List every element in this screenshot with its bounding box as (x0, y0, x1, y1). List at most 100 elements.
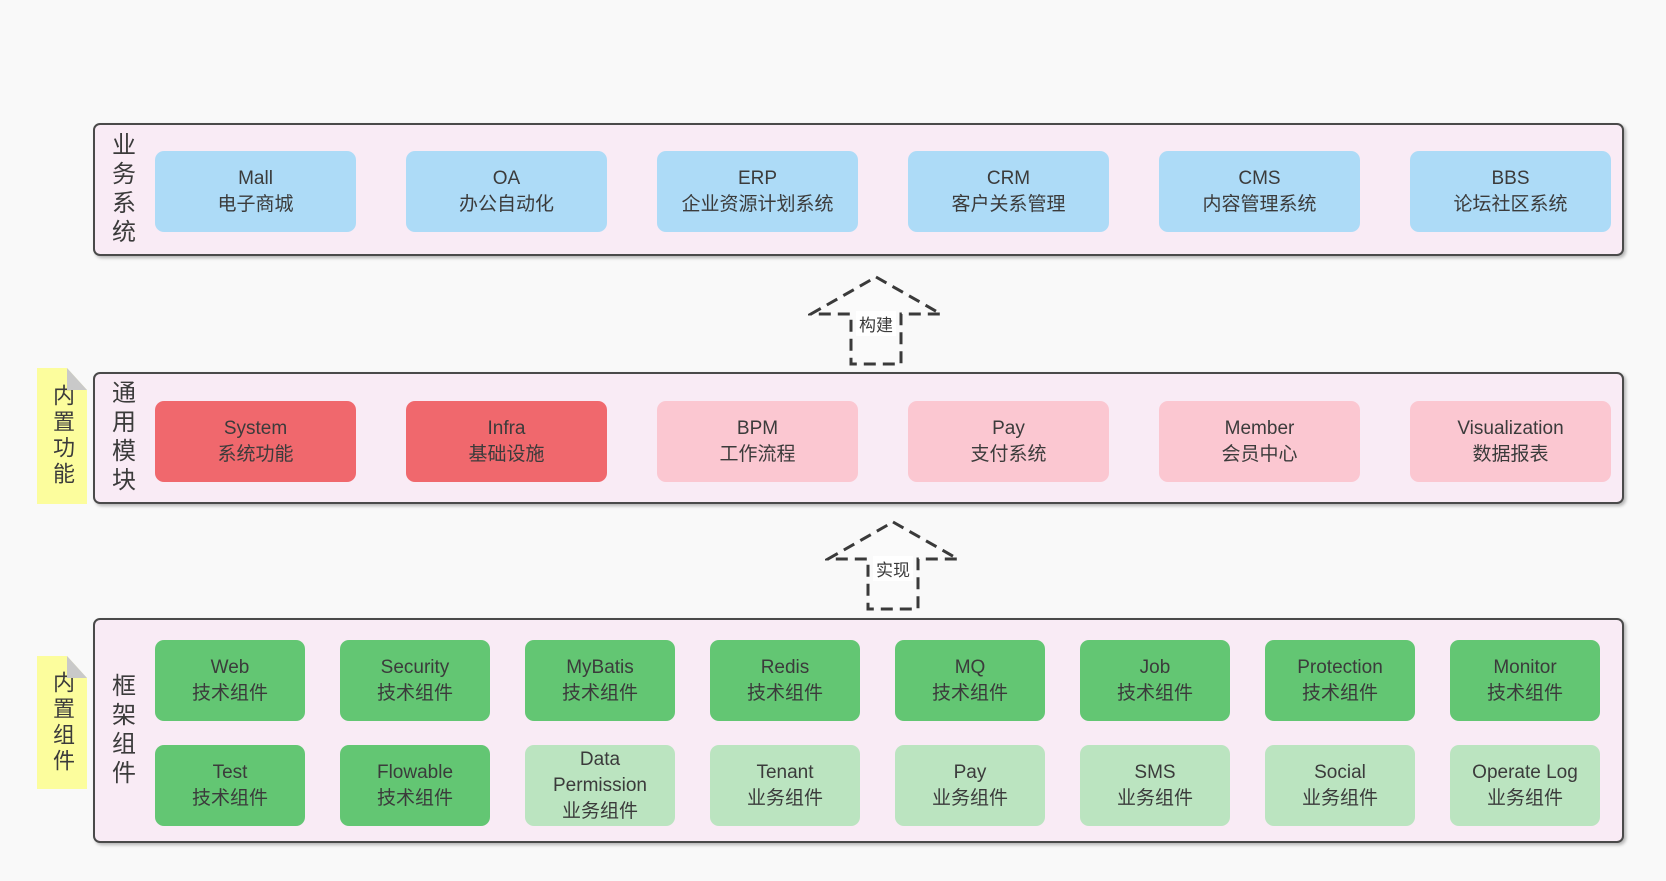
box-subtitle: 支付系统 (970, 443, 1047, 465)
box-subtitle: 技术组件 (376, 787, 453, 809)
box-title: Security (380, 656, 450, 678)
box-monitor: Monitor 技术组件 (1450, 640, 1600, 721)
box-title: Pay (992, 417, 1025, 439)
box-subtitle: 电子商城 (217, 193, 294, 215)
sticky-built-in-components: 内置组件 (37, 656, 87, 789)
band-common-modules-label: 通用模块 (107, 380, 135, 496)
box-title: Operate Log (1472, 761, 1578, 783)
box-redis: Redis 技术组件 (710, 640, 860, 721)
sticky-label: 内置功能 (50, 384, 75, 488)
box-subtitle: 技术组件 (191, 682, 268, 704)
box-title: ERP (737, 167, 778, 189)
box-subtitle: 业务组件 (561, 800, 638, 822)
arrow-build-label: 构建 (856, 311, 896, 336)
fold-corner-icon (67, 368, 87, 390)
box-subtitle: 会员中心 (1221, 443, 1298, 465)
framework-components-row-2: Test 技术组件 Flowable 技术组件 Data Permission … (155, 745, 1600, 826)
box-title: Protection (1297, 656, 1383, 678)
box-subtitle: 内容管理系统 (1202, 193, 1317, 215)
box-mall: Mall 电子商城 (155, 151, 356, 232)
box-sms: SMS 业务组件 (1080, 745, 1230, 826)
box-title: BPM (736, 417, 779, 439)
fold-corner-icon (67, 656, 87, 678)
box-crm: CRM 客户关系管理 (908, 151, 1109, 232)
box-title: Infra (487, 417, 526, 439)
box-title: SMS (1134, 761, 1176, 783)
box-flowable: Flowable 技术组件 (340, 745, 490, 826)
box-erp: ERP 企业资源计划系统 (657, 151, 858, 232)
box-bpm: BPM 工作流程 (657, 401, 858, 482)
box-web: Web 技术组件 (155, 640, 305, 721)
box-title: OA (492, 167, 521, 189)
box-title: Flowable (376, 761, 454, 783)
box-title: Redis (760, 656, 810, 678)
box-infra: Infra 基础设施 (406, 401, 607, 482)
box-protection: Protection 技术组件 (1265, 640, 1415, 721)
box-title: Mall (238, 167, 273, 189)
framework-components-row-1: Web 技术组件 Security 技术组件 MyBatis 技术组件 Redi… (155, 640, 1600, 721)
band-business-systems-label: 业务系统 (107, 131, 135, 248)
common-modules-row: System 系统功能 Infra 基础设施 BPM 工作流程 Pay 支付系统… (155, 401, 1611, 482)
box-job: Job 技术组件 (1080, 640, 1230, 721)
box-subtitle: 技术组件 (1116, 682, 1193, 704)
box-subtitle: 技术组件 (561, 682, 638, 704)
box-subtitle: 技术组件 (191, 787, 268, 809)
box-system: System 系统功能 (155, 401, 356, 482)
box-mq: MQ 技术组件 (895, 640, 1045, 721)
box-subtitle: 基础设施 (468, 443, 545, 465)
box-cms: CMS 内容管理系统 (1159, 151, 1360, 232)
box-title: Data Permission (553, 748, 647, 796)
box-subtitle: 技术组件 (1301, 682, 1378, 704)
box-member: Member 会员中心 (1159, 401, 1360, 482)
box-subtitle: 业务组件 (1116, 787, 1193, 809)
band-framework-components-label: 框架组件 (107, 672, 135, 789)
sticky-built-in-features: 内置功能 (37, 368, 87, 504)
box-title: Pay (953, 761, 987, 783)
arrow-implement: 实现 (825, 519, 961, 612)
box-title: Social (1314, 761, 1366, 783)
box-pay-system: Pay 支付系统 (908, 401, 1109, 482)
band-common-modules: 通用模块 System 系统功能 Infra 基础设施 BPM 工作流程 Pay… (93, 372, 1624, 504)
box-title: Tenant (756, 761, 814, 783)
box-mybatis: MyBatis 技术组件 (525, 640, 675, 721)
box-title: Test (212, 761, 248, 783)
box-title: MQ (954, 656, 986, 678)
arrow-implement-label: 实现 (873, 556, 913, 581)
box-subtitle: 技术组件 (746, 682, 823, 704)
box-title: CRM (986, 167, 1031, 189)
box-subtitle: 论坛社区系统 (1453, 193, 1568, 215)
band-framework-components: 框架组件 Web 技术组件 Security 技术组件 MyBatis 技术组件… (93, 618, 1624, 843)
business-systems-row: Mall 电子商城 OA 办公自动化 ERP 企业资源计划系统 CRM 客户关系… (155, 151, 1611, 232)
box-oa: OA 办公自动化 (406, 151, 607, 232)
box-subtitle: 业务组件 (1301, 787, 1378, 809)
box-subtitle: 技术组件 (376, 682, 453, 704)
box-subtitle: 业务组件 (746, 787, 823, 809)
box-operate-log: Operate Log 业务组件 (1450, 745, 1600, 826)
box-title: Job (1139, 656, 1171, 678)
box-title: MyBatis (566, 656, 634, 678)
box-title: Visualization (1457, 417, 1564, 439)
box-subtitle: 系统功能 (217, 443, 294, 465)
box-social: Social 业务组件 (1265, 745, 1415, 826)
box-subtitle: 办公自动化 (458, 193, 554, 215)
sticky-label: 内置组件 (50, 670, 75, 775)
box-subtitle: 客户关系管理 (951, 193, 1066, 215)
box-subtitle: 技术组件 (931, 682, 1008, 704)
box-bbs: BBS 论坛社区系统 (1410, 151, 1611, 232)
box-pay-component: Pay 业务组件 (895, 745, 1045, 826)
box-title: CMS (1238, 167, 1281, 189)
box-tenant: Tenant 业务组件 (710, 745, 860, 826)
band-business-systems: 业务系统 Mall 电子商城 OA 办公自动化 ERP 企业资源计划系统 CRM… (93, 123, 1624, 256)
box-visualization: Visualization 数据报表 (1410, 401, 1611, 482)
box-title: Member (1224, 417, 1295, 439)
box-subtitle: 技术组件 (1486, 682, 1563, 704)
box-title: BBS (1491, 167, 1530, 189)
box-subtitle: 数据报表 (1472, 443, 1549, 465)
box-subtitle: 工作流程 (719, 443, 796, 465)
box-security: Security 技术组件 (340, 640, 490, 721)
box-test: Test 技术组件 (155, 745, 305, 826)
box-subtitle: 业务组件 (1486, 787, 1563, 809)
box-subtitle: 业务组件 (931, 787, 1008, 809)
box-title: System (223, 417, 288, 439)
